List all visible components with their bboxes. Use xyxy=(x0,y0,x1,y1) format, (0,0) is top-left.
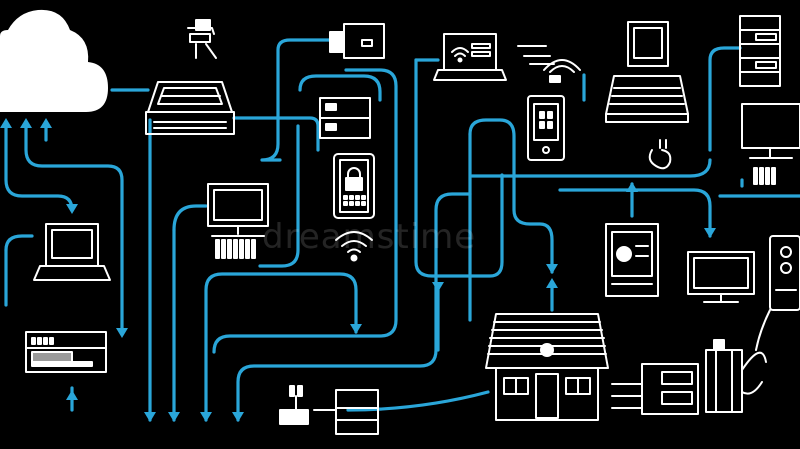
wifi-laptop-icon xyxy=(433,33,507,81)
server-rack-icon xyxy=(739,15,781,87)
door-lock-icon xyxy=(333,153,375,219)
pc-tower-icon xyxy=(755,235,800,351)
security-camera-icon xyxy=(611,339,767,415)
laptop-icon xyxy=(145,81,235,135)
wifi-router-icon xyxy=(517,45,581,83)
desktop-monitor-icon xyxy=(605,21,689,123)
laptop-icon xyxy=(33,223,111,281)
external-drive-icon xyxy=(329,23,385,59)
monitor-icon xyxy=(207,183,269,259)
connector-lines xyxy=(4,38,800,422)
tablet-icon xyxy=(527,95,565,161)
wifi-signal-icon xyxy=(335,231,373,262)
scanner-icon xyxy=(187,19,217,59)
cloud-icon xyxy=(0,9,108,113)
monitor-icon xyxy=(741,103,800,185)
thermostat-icon xyxy=(605,223,659,297)
control-panel-icon xyxy=(25,331,107,373)
smart-plug-icon xyxy=(648,139,672,170)
small-monitor-icon xyxy=(687,251,755,303)
plug-connector-icon xyxy=(279,385,379,435)
house-icon xyxy=(485,313,609,421)
arrow-heads xyxy=(0,118,716,422)
network-switch-icon xyxy=(319,97,371,139)
